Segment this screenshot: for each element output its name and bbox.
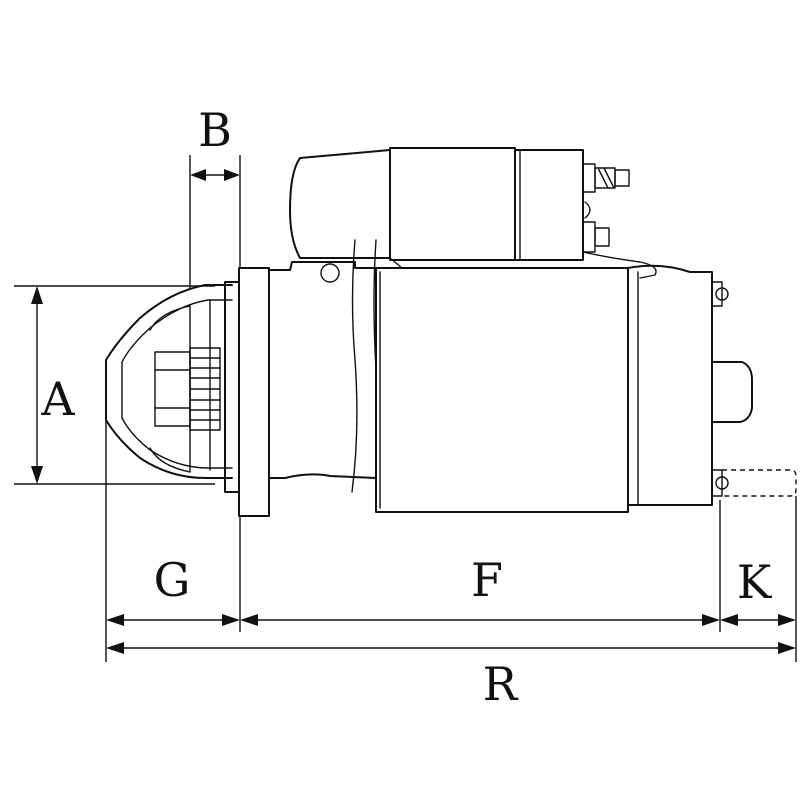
drive-end-housing <box>268 239 377 493</box>
label-a: A <box>40 372 75 426</box>
label-g: G <box>154 553 191 607</box>
solenoid <box>289 147 584 269</box>
label-f: F <box>471 553 503 607</box>
dimension-b <box>189 155 241 290</box>
dimension-g <box>106 614 240 626</box>
dimension-r <box>106 642 796 654</box>
motor-yoke <box>375 264 713 513</box>
mounting-flange <box>224 267 270 517</box>
commutator-end-cap <box>711 281 797 497</box>
dimension-labels: A B G F K R <box>40 103 772 711</box>
solenoid-terminals <box>582 163 657 279</box>
pinion-gear <box>154 347 221 431</box>
label-k: K <box>737 555 773 609</box>
dimension-f <box>240 614 720 626</box>
label-r: R <box>483 657 519 711</box>
dimension-a <box>14 285 215 485</box>
dimension-lines <box>14 155 797 662</box>
dimension-k <box>720 614 796 626</box>
label-b: B <box>198 103 232 157</box>
pinion-nose-housing <box>105 284 233 479</box>
starter-motor-drawing <box>105 147 797 517</box>
